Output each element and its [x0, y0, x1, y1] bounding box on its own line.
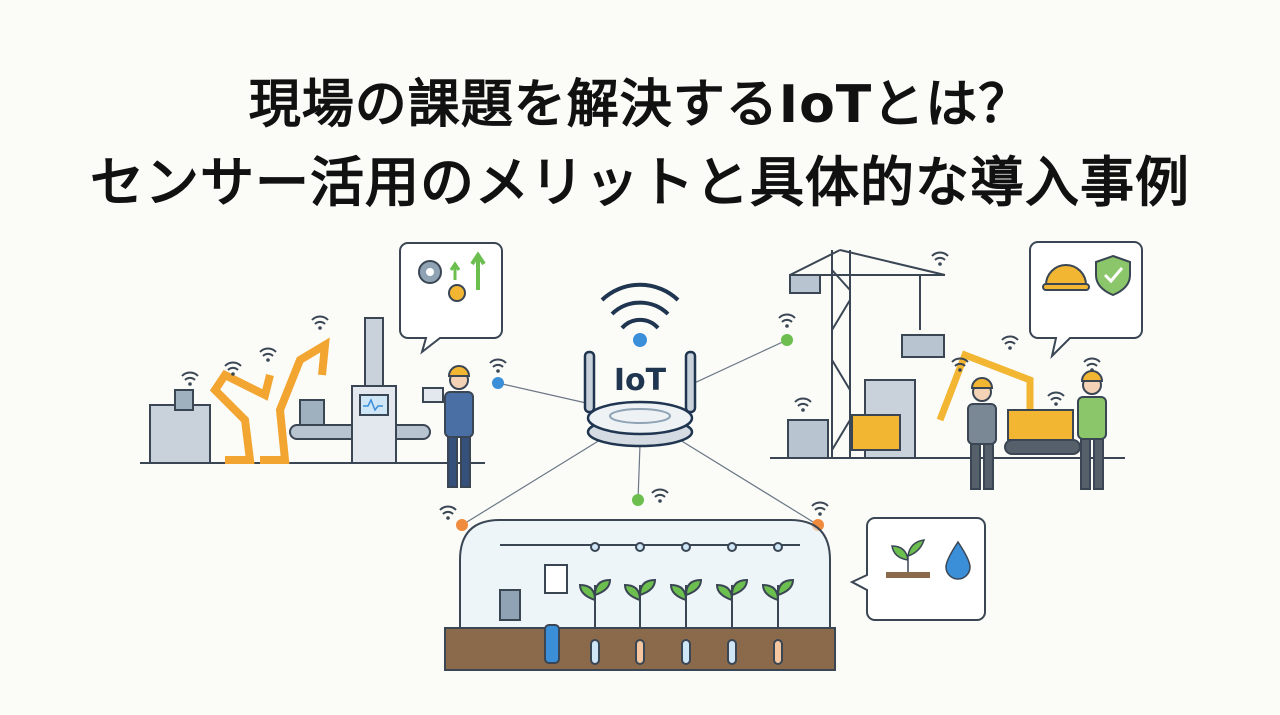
speech-bubble-construction — [1029, 241, 1143, 360]
title-line-1: 現場の課題を解決するIoTとは？ — [248, 75, 1032, 135]
water-drop-icon — [945, 540, 971, 580]
node-dots — [456, 334, 824, 531]
greenhouse-scene — [444, 519, 836, 671]
title-line-2: センサー活用のメリットと具体的な導入事例 — [90, 151, 1190, 214]
factory-scene — [140, 317, 485, 488]
construction-scene — [770, 249, 1125, 490]
hub-label: IoT — [614, 363, 667, 398]
greenhouse-wifi-icons — [439, 488, 829, 521]
router-icon: IoT — [583, 282, 697, 448]
shield-check-icon — [1095, 254, 1131, 297]
speech-bubble-factory — [399, 242, 503, 355]
connection-lines — [461, 339, 819, 526]
hardhat-icon — [1042, 264, 1090, 291]
speech-bubble-agriculture — [849, 517, 986, 621]
gears-growth-icon — [418, 251, 486, 302]
sprout-icon — [886, 539, 930, 578]
